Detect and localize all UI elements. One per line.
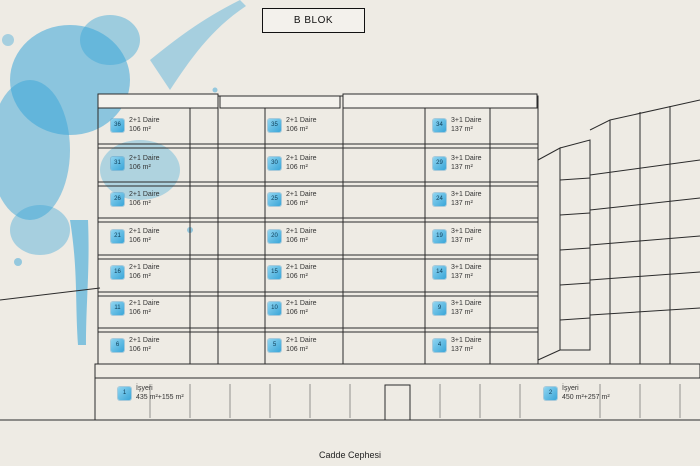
unit-24[interactable]: 24 3+1 Daire 137 m²: [433, 186, 482, 212]
unit-type: 2+1 Daire: [129, 117, 160, 124]
unit-number-badge: 21: [111, 229, 124, 243]
unit-25[interactable]: 25 2+1 Daire 106 m²: [268, 186, 317, 212]
unit-area: 106 m²: [129, 309, 151, 316]
unit-number-badge: 15: [268, 265, 281, 279]
unit-number-badge: 36: [111, 118, 124, 132]
unit-type: 2+1 Daire: [129, 300, 160, 307]
unit-number-badge: 20: [268, 229, 281, 243]
unit-number-badge: 26: [111, 192, 124, 206]
unit-type: İşyeri: [562, 385, 579, 392]
block-title: B BLOK: [262, 8, 365, 33]
unit-area: 106 m²: [286, 126, 308, 133]
unit-area: 106 m²: [129, 237, 151, 244]
unit-20[interactable]: 20 2+1 Daire 106 m²: [268, 223, 317, 249]
unit-area: 106 m²: [286, 346, 308, 353]
unit-type: 3+1 Daire: [451, 337, 482, 344]
unit-10[interactable]: 10 2+1 Daire 106 m²: [268, 295, 317, 321]
unit-16[interactable]: 16 2+1 Daire 106 m²: [111, 259, 160, 285]
unit-area: 137 m²: [451, 273, 473, 280]
unit-area: 450 m²+257 m²: [562, 394, 610, 401]
unit-26[interactable]: 26 2+1 Daire 106 m²: [111, 186, 160, 212]
unit-19[interactable]: 19 3+1 Daire 137 m²: [433, 223, 482, 249]
unit-14[interactable]: 14 3+1 Daire 137 m²: [433, 259, 482, 285]
unit-type: 3+1 Daire: [451, 191, 482, 198]
unit-number-badge: 14: [433, 265, 446, 279]
unit-area: 106 m²: [286, 273, 308, 280]
unit-36[interactable]: 36 2+1 Daire 106 m²: [111, 112, 160, 138]
unit-type: 2+1 Daire: [286, 337, 317, 344]
unit-6[interactable]: 6 2+1 Daire 106 m²: [111, 332, 160, 358]
unit-type: 2+1 Daire: [286, 155, 317, 162]
unit-area: 106 m²: [286, 309, 308, 316]
unit-4[interactable]: 4 3+1 Daire 137 m²: [433, 332, 482, 358]
unit-type: 2+1 Daire: [286, 300, 317, 307]
unit-type: 3+1 Daire: [451, 228, 482, 235]
unit-31[interactable]: 31 2+1 Daire 106 m²: [111, 150, 160, 176]
unit-number-badge: 11: [111, 301, 124, 315]
unit-21[interactable]: 21 2+1 Daire 106 m²: [111, 223, 160, 249]
building-lines: [0, 93, 700, 421]
unit-type: 2+1 Daire: [129, 337, 160, 344]
unit-number-badge: 6: [111, 338, 124, 352]
unit-area: 106 m²: [129, 164, 151, 171]
shop-1[interactable]: 1 İşyeri 435 m²+155 m²: [118, 380, 184, 406]
unit-type: 3+1 Daire: [451, 300, 482, 307]
unit-15[interactable]: 15 2+1 Daire 106 m²: [268, 259, 317, 285]
unit-35[interactable]: 35 2+1 Daire 106 m²: [268, 112, 317, 138]
unit-type: 2+1 Daire: [129, 191, 160, 198]
unit-type: 2+1 Daire: [286, 228, 317, 235]
unit-11[interactable]: 11 2+1 Daire 106 m²: [111, 295, 160, 321]
unit-type: 2+1 Daire: [286, 117, 317, 124]
unit-number-badge: 24: [433, 192, 446, 206]
unit-number-badge: 25: [268, 192, 281, 206]
unit-area: 106 m²: [286, 237, 308, 244]
unit-type: 3+1 Daire: [451, 117, 482, 124]
unit-number-badge: 1: [118, 386, 131, 400]
unit-type: 3+1 Daire: [451, 264, 482, 271]
unit-29[interactable]: 29 3+1 Daire 137 m²: [433, 150, 482, 176]
unit-type: İşyeri: [136, 385, 153, 392]
unit-number-badge: 30: [268, 156, 281, 170]
unit-5[interactable]: 5 2+1 Daire 106 m²: [268, 332, 317, 358]
unit-type: 2+1 Daire: [286, 191, 317, 198]
unit-area: 106 m²: [129, 273, 151, 280]
unit-number-badge: 9: [433, 301, 446, 315]
unit-34[interactable]: 34 3+1 Daire 137 m²: [433, 112, 482, 138]
unit-area: 106 m²: [129, 126, 151, 133]
unit-area: 137 m²: [451, 200, 473, 207]
unit-type: 2+1 Daire: [286, 264, 317, 271]
watercolor-splash: [0, 0, 246, 345]
unit-area: 106 m²: [129, 346, 151, 353]
unit-number-badge: 4: [433, 338, 446, 352]
unit-number-badge: 5: [268, 338, 281, 352]
unit-number-badge: 34: [433, 118, 446, 132]
unit-area: 137 m²: [451, 346, 473, 353]
unit-area: 137 m²: [451, 126, 473, 133]
unit-number-badge: 16: [111, 265, 124, 279]
unit-area: 106 m²: [286, 200, 308, 207]
unit-area: 106 m²: [129, 200, 151, 207]
street-facade-caption: Cadde Cephesi: [318, 450, 382, 460]
unit-number-badge: 29: [433, 156, 446, 170]
shop-2[interactable]: 2 İşyeri 450 m²+257 m²: [544, 380, 610, 406]
unit-number-badge: 35: [268, 118, 281, 132]
unit-area: 106 m²: [286, 164, 308, 171]
unit-area: 137 m²: [451, 309, 473, 316]
unit-number-badge: 2: [544, 386, 557, 400]
unit-number-badge: 19: [433, 229, 446, 243]
unit-area: 435 m²+155 m²: [136, 394, 184, 401]
unit-type: 2+1 Daire: [129, 264, 160, 271]
unit-9[interactable]: 9 3+1 Daire 137 m²: [433, 295, 482, 321]
unit-area: 137 m²: [451, 237, 473, 244]
unit-number-badge: 31: [111, 156, 124, 170]
unit-type: 2+1 Daire: [129, 228, 160, 235]
unit-type: 3+1 Daire: [451, 155, 482, 162]
unit-type: 2+1 Daire: [129, 155, 160, 162]
unit-number-badge: 10: [268, 301, 281, 315]
storefront-hatch: [149, 384, 681, 418]
unit-area: 137 m²: [451, 164, 473, 171]
unit-30[interactable]: 30 2+1 Daire 106 m²: [268, 150, 317, 176]
